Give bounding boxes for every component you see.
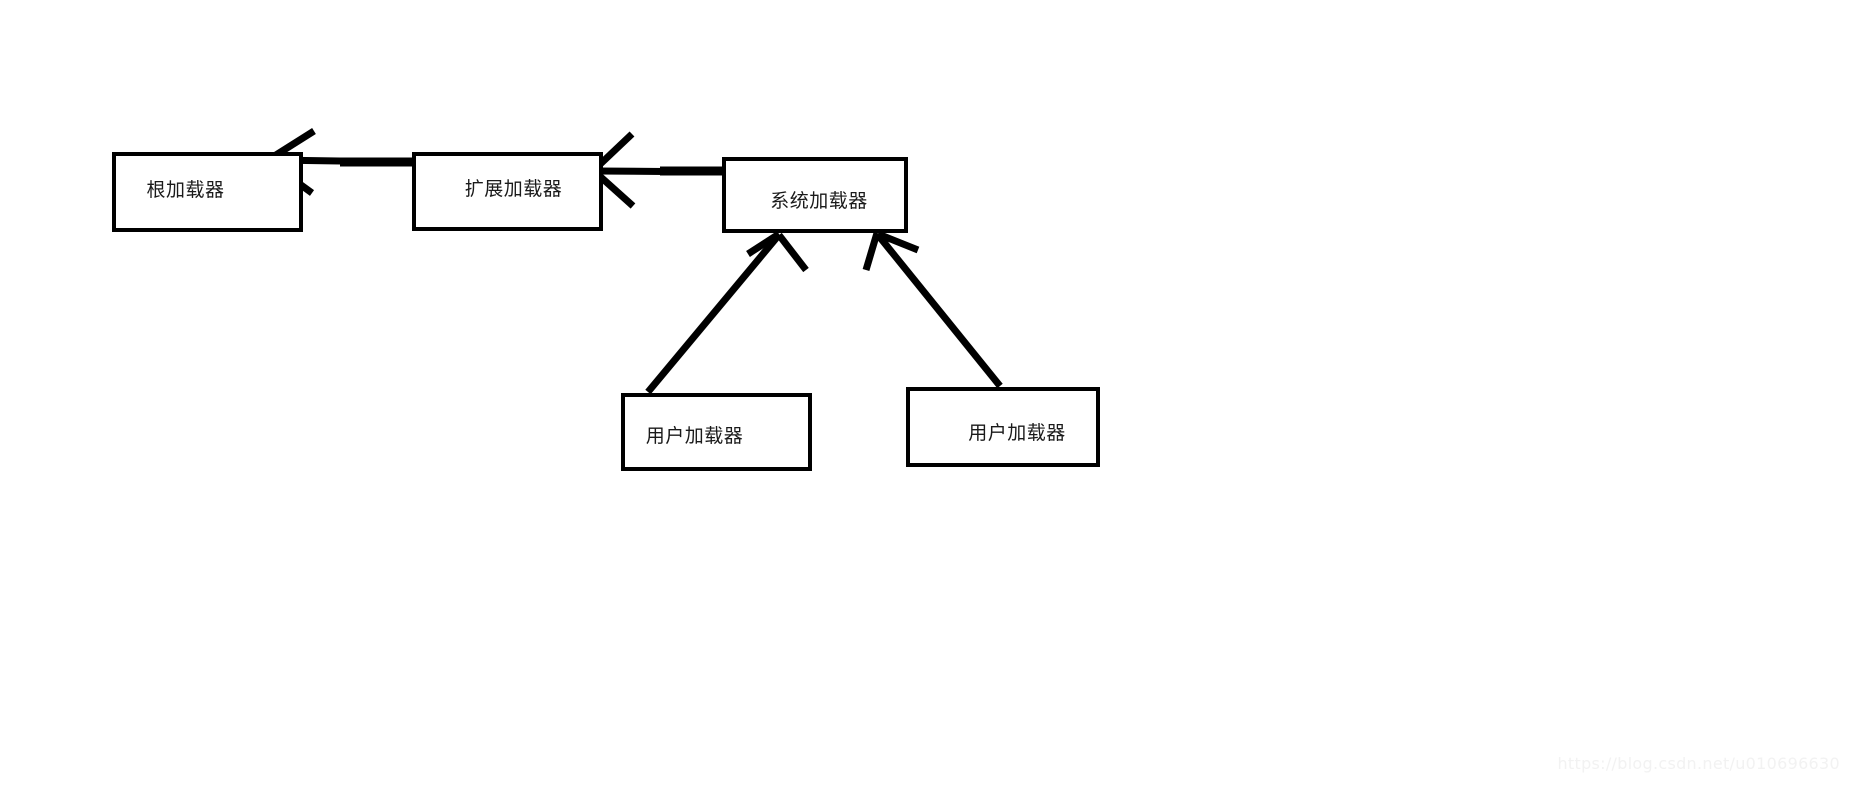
node-root-loader[interactable]: 根加载器 <box>112 152 303 232</box>
edge-user-right-to-sys <box>862 230 1003 389</box>
node-user-loader-left[interactable]: 用户加载器 <box>621 393 812 471</box>
node-extension-loader-label: 扩展加载器 <box>464 178 563 200</box>
node-user-loader-right[interactable]: 用户加载器 <box>906 387 1100 467</box>
node-extension-loader[interactable]: 扩展加载器 <box>412 152 603 231</box>
node-user-loader-left-label: 用户加载器 <box>645 424 744 447</box>
watermark-text: https://blog.csdn.net/u010696630 <box>1557 754 1840 773</box>
edge-sys-to-ext <box>591 131 723 209</box>
node-root-loader-label: 根加载器 <box>146 178 225 201</box>
edge-user-left-to-sys <box>645 231 809 395</box>
node-system-loader-label: 系统加载器 <box>770 189 868 212</box>
node-system-loader[interactable]: 系统加载器 <box>722 157 908 233</box>
node-user-loader-right-label: 用户加载器 <box>968 421 1066 444</box>
